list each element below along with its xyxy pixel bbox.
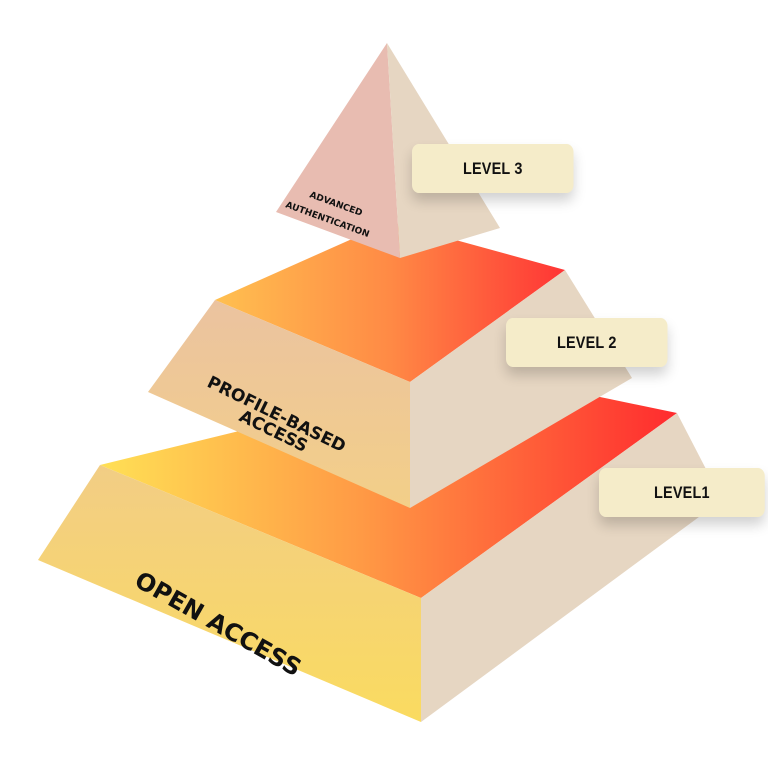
tier-2-front-face bbox=[148, 300, 410, 508]
level-1-tag: LEVEL1 bbox=[599, 468, 765, 517]
tier-1-front-face bbox=[38, 465, 421, 722]
level-2-tag: LEVEL 2 bbox=[506, 318, 668, 367]
tier-3-front-face bbox=[276, 43, 400, 258]
level-3-tag: LEVEL 3 bbox=[412, 144, 574, 193]
tier-2-top-face bbox=[215, 222, 565, 382]
